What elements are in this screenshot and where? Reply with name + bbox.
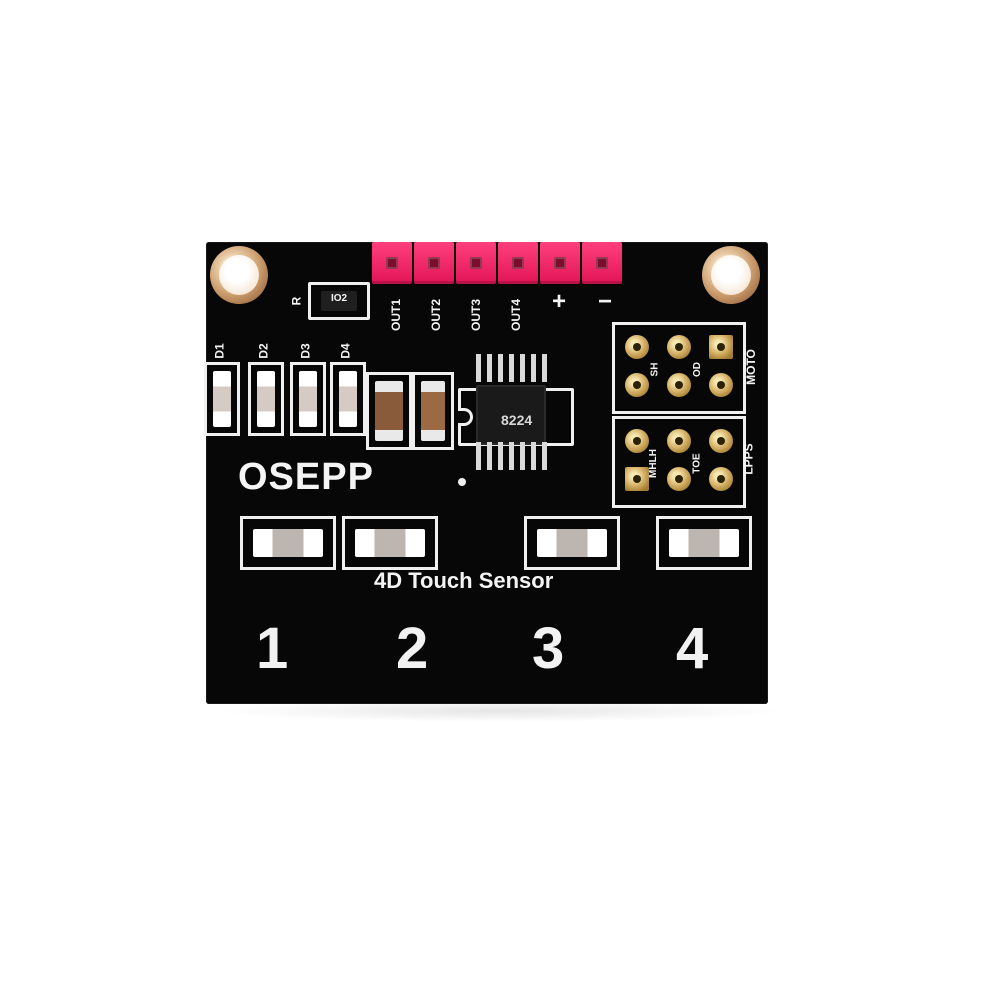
header-label-out4: OUT4	[509, 298, 524, 332]
chip-leg-top-7	[542, 354, 547, 382]
pcb-board: OUT1 OUT2 OUT3 OUT4 + − R IO2 D1 D2 D3 D…	[204, 242, 768, 704]
mounting-hole-left	[210, 246, 268, 304]
touch-pad-4	[656, 516, 752, 570]
jumper-bottom-via-4	[625, 467, 649, 491]
touch-pad-3-body	[537, 529, 607, 557]
jumper-top-via-3	[709, 335, 733, 359]
jumper-top-via-5	[667, 373, 691, 397]
touch-pad-number-1: 1	[256, 616, 289, 681]
touch-pad-number-2: 2	[396, 616, 429, 681]
touch-pad-1-body	[253, 529, 323, 557]
led-d3-body	[299, 371, 317, 427]
right-label-lpps: LPPS	[741, 443, 756, 475]
led-d1-body	[213, 371, 231, 427]
chip-marking: 8224	[501, 412, 533, 428]
jumper-bottom-via-2	[667, 429, 691, 453]
board-shadow	[215, 700, 785, 722]
small-ic-body	[321, 291, 357, 311]
chip-leg-bottom-1	[476, 442, 481, 470]
chip-leg-top-4	[509, 354, 514, 382]
header-pin-out3	[456, 242, 496, 284]
chip-leg-top-3	[498, 354, 503, 382]
led-d3	[290, 362, 326, 436]
chip-leg-top-2	[487, 354, 492, 382]
jumper-bottom-via-1	[625, 429, 649, 453]
led-d4-body	[339, 371, 357, 427]
jumper-bottom-via-5	[667, 467, 691, 491]
right-label-moto: MOTO	[743, 349, 758, 385]
header-pin-gnd	[582, 242, 622, 284]
main-chip	[476, 385, 546, 445]
touch-pad-2	[342, 516, 438, 570]
jumper-block-bottom: MHLH TOE	[612, 416, 746, 508]
jumper-top-via-4	[625, 373, 649, 397]
capacitor-left	[366, 372, 412, 450]
led-d4	[330, 362, 366, 436]
chip-leg-bottom-4	[509, 442, 514, 470]
brand-logo-text: OSEPP	[238, 456, 374, 498]
chip-pin1-dot	[458, 478, 466, 486]
small-ic: IO2	[308, 282, 370, 320]
header-pin-out1	[372, 242, 412, 284]
touch-pad-number-3: 3	[532, 616, 565, 681]
jumper-top-label-od: OD	[692, 362, 703, 377]
led-label-d1: D1	[212, 343, 227, 359]
capacitor-right-body	[421, 381, 445, 441]
chip-leg-bottom-3	[498, 442, 503, 470]
header-pin-vcc	[540, 242, 580, 284]
mounting-hole-right	[702, 246, 760, 304]
jumper-bottom-via-6	[709, 467, 733, 491]
led-d1	[204, 362, 240, 436]
chip-leg-bottom-7	[542, 442, 547, 470]
led-d2	[248, 362, 284, 436]
header-pin-out4	[498, 242, 538, 284]
capacitor-left-body	[375, 381, 403, 441]
chip-leg-top-1	[476, 354, 481, 382]
led-label-d2: D2	[256, 343, 271, 359]
touch-pad-2-body	[355, 529, 425, 557]
product-name: 4D Touch Sensor	[374, 568, 554, 593]
led-label-d3: D3	[298, 343, 313, 359]
jumper-top-via-6	[709, 373, 733, 397]
chip-leg-top-5	[520, 354, 525, 382]
header-pin-out2	[414, 242, 454, 284]
led-d2-body	[257, 371, 275, 427]
capacitor-right	[412, 372, 454, 450]
chip-leg-bottom-5	[520, 442, 525, 470]
header-label-plus: +	[552, 288, 567, 315]
jumper-block-top: SH OD	[612, 322, 746, 414]
r-label: R	[289, 296, 304, 306]
jumper-top-via-2	[667, 335, 691, 359]
pin-header	[372, 242, 622, 284]
jumper-top-via-1	[625, 335, 649, 359]
touch-pad-3	[524, 516, 620, 570]
jumper-bottom-via-3	[709, 429, 733, 453]
jumper-bottom-label-toe: TOE	[691, 453, 703, 474]
header-label-minus: −	[598, 288, 613, 315]
header-label-out3: OUT3	[469, 298, 484, 332]
jumper-bottom-label-mhlh: MHLH	[647, 449, 659, 478]
chip-leg-bottom-2	[487, 442, 492, 470]
touch-pad-1	[240, 516, 336, 570]
led-label-d4: D4	[338, 343, 353, 359]
touch-pad-4-body	[669, 529, 739, 557]
chip-leg-bottom-6	[531, 442, 536, 470]
jumper-top-label-sh: SH	[649, 362, 661, 377]
small-ic-label: IO2	[331, 293, 348, 304]
header-label-out1: OUT1	[389, 298, 404, 332]
header-label-out2: OUT2	[429, 298, 444, 332]
touch-pad-number-4: 4	[676, 616, 709, 681]
chip-leg-top-6	[531, 354, 536, 382]
